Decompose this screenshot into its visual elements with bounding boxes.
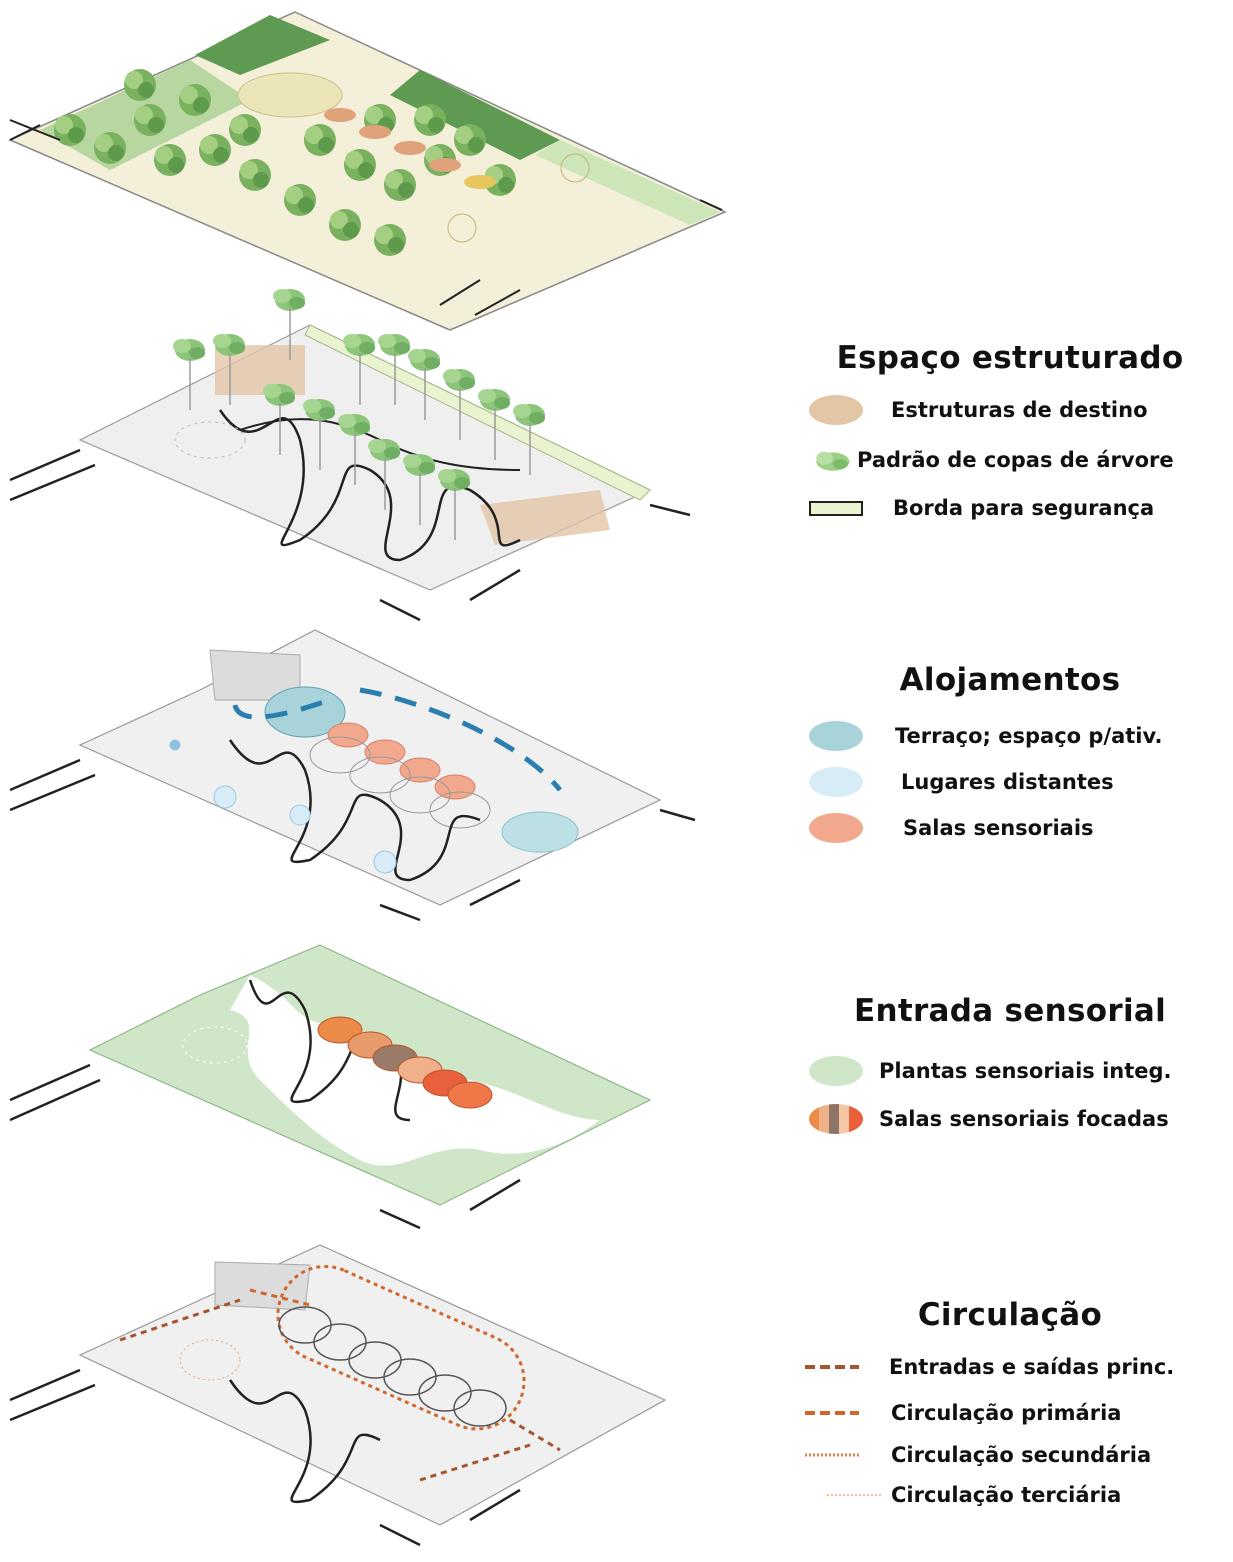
legend-label: Terraço; espaço p/ativ. xyxy=(895,724,1163,748)
dash-brown-icon xyxy=(805,1365,859,1369)
legend-label: Lugares distantes xyxy=(901,770,1114,794)
salmon-ellipse-icon xyxy=(809,813,863,843)
legend-title-espaco-estruturado: Espaço estruturado xyxy=(836,340,1184,376)
legend-title-alojamentos: Alojamentos xyxy=(899,662,1121,698)
legend-item-terraco: Terraço; espaço p/ativ. xyxy=(795,716,1225,756)
legend-item-salas-sensoriais: Salas sensoriais xyxy=(795,808,1225,848)
legend-label: Entradas e saídas princ. xyxy=(889,1355,1175,1379)
legend-alojamentos: Alojamentos Terraço; espaço p/ativ. Luga… xyxy=(795,662,1225,843)
legend-espaco-estruturado: Espaço estruturado Estruturas de destino… xyxy=(795,340,1225,520)
layer-entrada-sensorial xyxy=(9,944,652,1230)
border-rect-icon xyxy=(809,501,863,516)
green-ellipse-icon xyxy=(809,1056,863,1086)
dash-orange-icon xyxy=(805,1411,859,1415)
tan-ellipse-icon xyxy=(809,395,863,425)
layer-structured-space xyxy=(9,288,691,622)
tree-canopy-icon xyxy=(816,451,850,471)
legend-item-lugares-distantes: Lugares distantes xyxy=(795,762,1225,802)
legend-item-estruturas-destino: Estruturas de destino xyxy=(795,390,1225,430)
dotted-orange-icon xyxy=(805,1453,859,1457)
legend-label: Circulação terciária xyxy=(891,1483,1122,1507)
layer-circulacao xyxy=(9,1244,667,1547)
legend-label: Borda para segurança xyxy=(893,496,1155,520)
legend-item-circ-secundaria: Circulação secundária xyxy=(795,1435,1225,1475)
legend-item-borda: Borda para segurança xyxy=(795,488,1225,528)
legend-circulacao: Circulação Entradas e saídas princ. Circ… xyxy=(795,1297,1225,1507)
legend-item-salas-focadas: Salas sensoriais focadas xyxy=(795,1099,1225,1139)
legend-label: Plantas sensoriais integ. xyxy=(879,1059,1172,1083)
legend-label: Circulação primária xyxy=(891,1401,1122,1425)
legend-title-circulacao: Circulação xyxy=(917,1297,1103,1333)
legend-item-entradas-saidas: Entradas e saídas princ. xyxy=(795,1347,1225,1387)
legend-item-circ-terciaria: Circulação terciária xyxy=(795,1475,1225,1515)
layer-site-plan xyxy=(8,11,727,331)
legend-label: Padrão de copas de árvore xyxy=(857,448,1174,472)
legend-label: Circulação secundária xyxy=(891,1443,1152,1467)
legend-label: Estruturas de destino xyxy=(891,398,1148,422)
legend-item-plantas: Plantas sensoriais integ. xyxy=(795,1051,1225,1091)
legend-label: Salas sensoriais xyxy=(903,816,1094,840)
teal-ellipse-icon xyxy=(809,721,863,751)
fine-dotted-icon xyxy=(827,1494,881,1496)
legend-item-circ-primaria: Circulação primária xyxy=(795,1393,1225,1433)
legend-item-copas: Padrão de copas de árvore xyxy=(795,440,1225,480)
legend-title-entrada-sensorial: Entrada sensorial xyxy=(853,993,1167,1029)
legend-entrada-sensorial: Entrada sensorial Plantas sensoriais int… xyxy=(795,993,1225,1134)
lightblue-ellipse-icon xyxy=(809,767,863,797)
striped-ellipse-icon xyxy=(809,1104,863,1134)
layer-alojamentos xyxy=(9,629,696,922)
legend-label: Salas sensoriais focadas xyxy=(879,1107,1169,1131)
